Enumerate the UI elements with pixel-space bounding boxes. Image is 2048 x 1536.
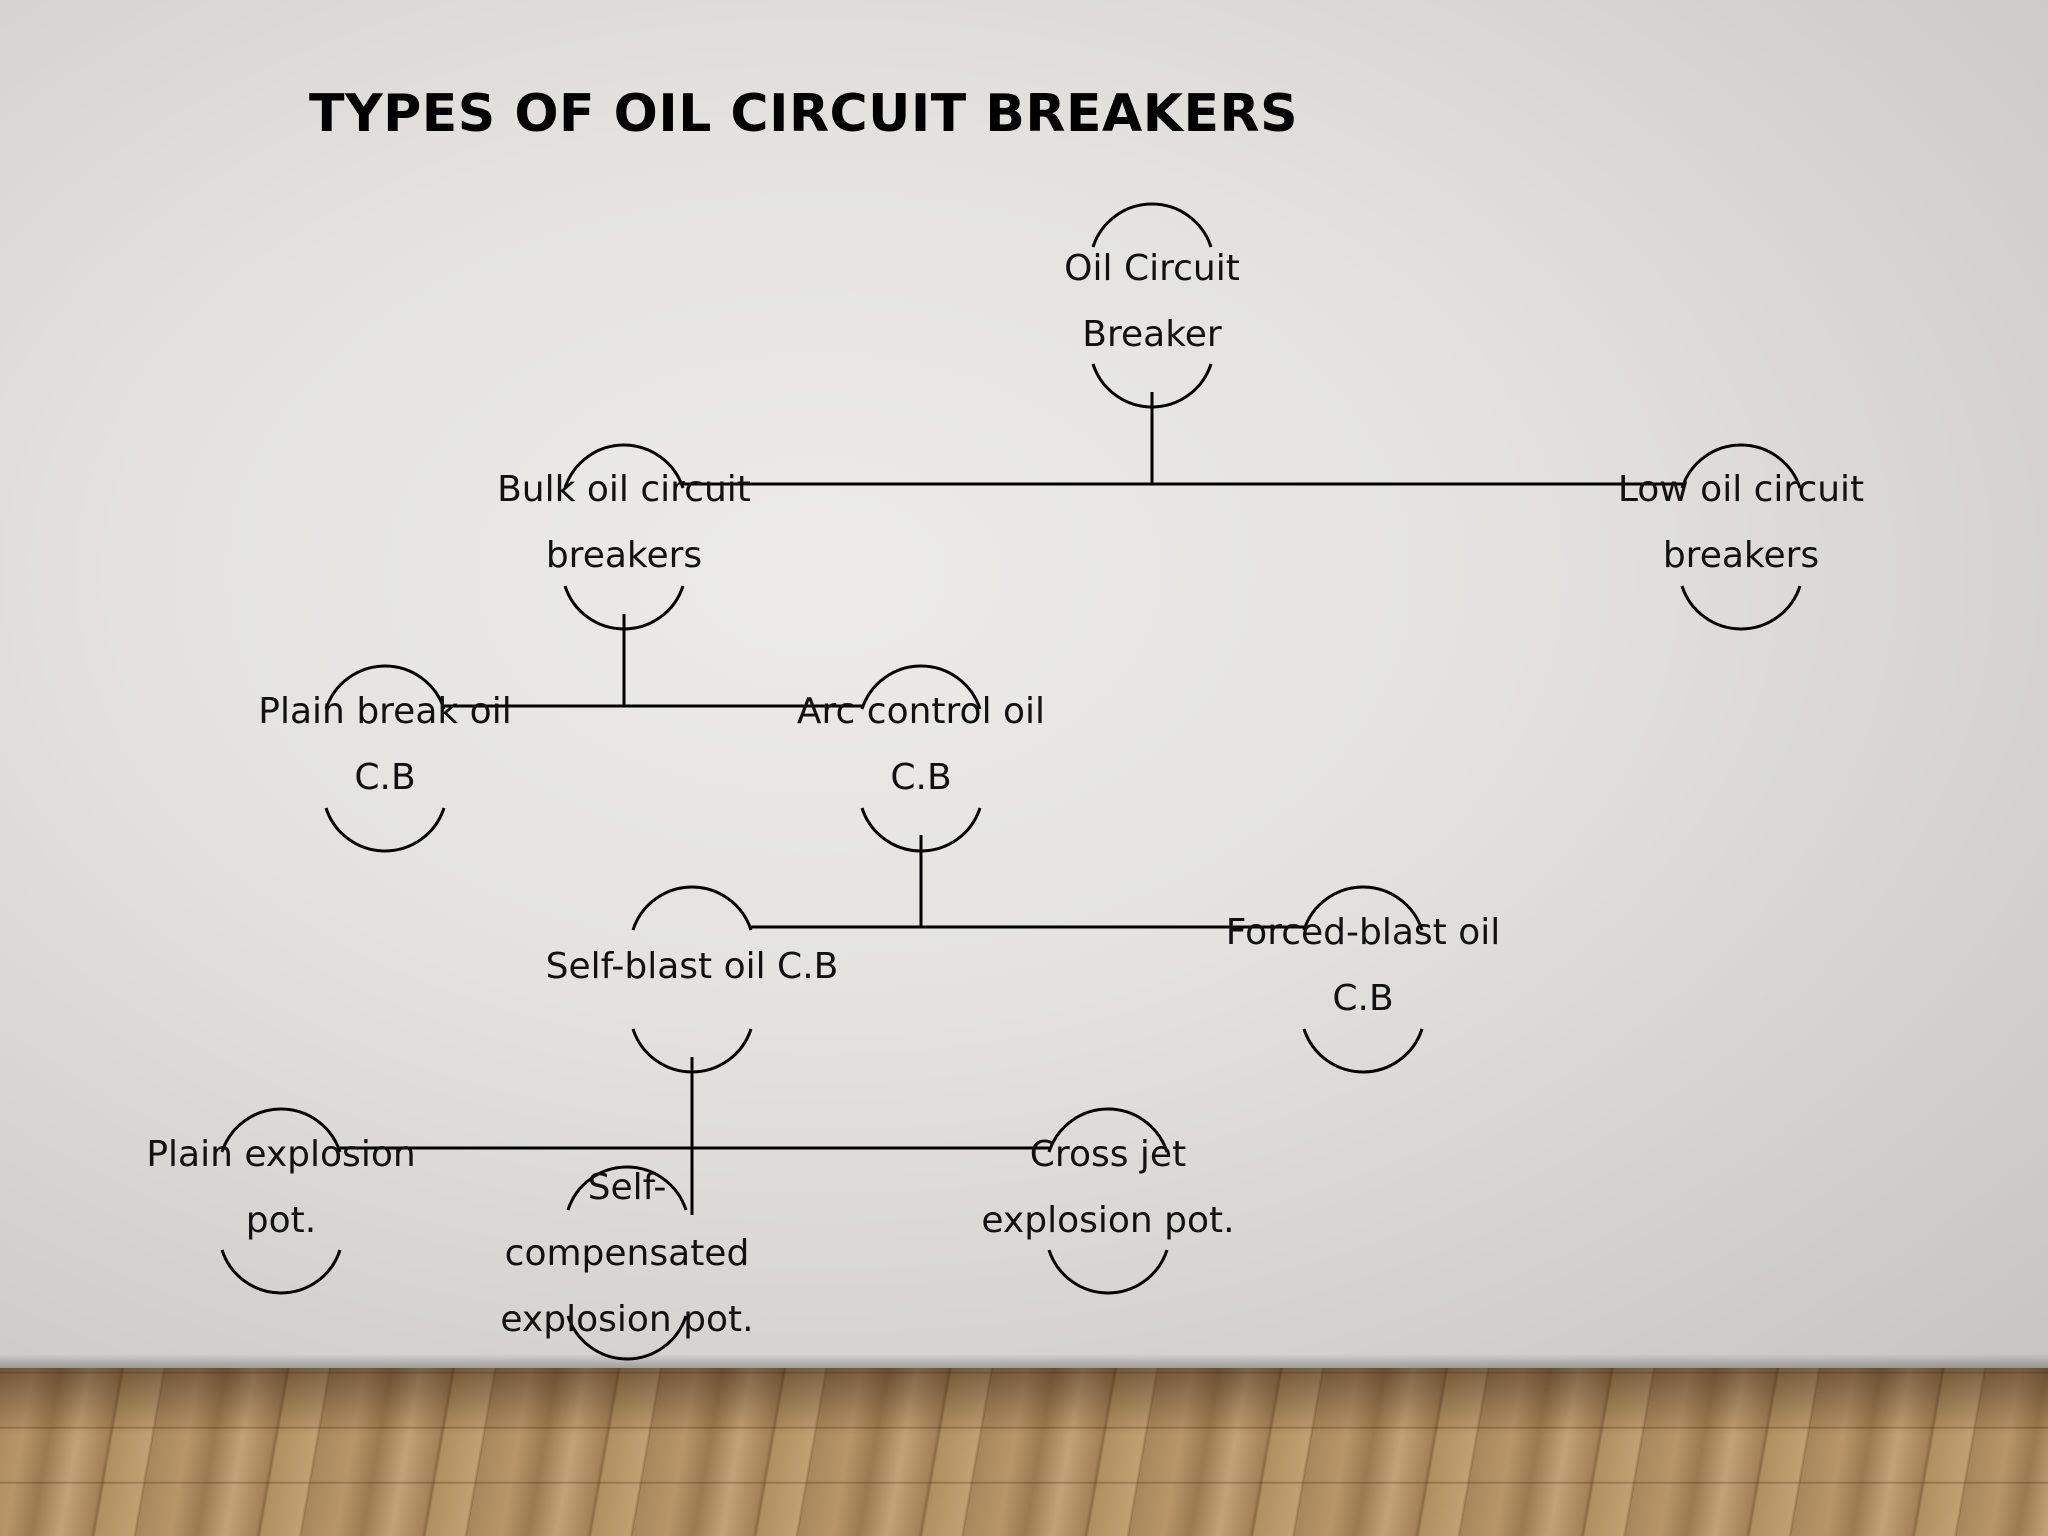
node-plain-explosion-top-arc (220, 1107, 342, 1153)
node-low-top-arc (1680, 443, 1802, 489)
node-label: Arc control oil (796, 691, 1046, 732)
node-label: C.B (1332, 978, 1394, 1019)
node-cross-jet-top-arc (1047, 1107, 1169, 1153)
node-label: Low oil circuit (1617, 469, 1865, 510)
node-plain-explosion-pot: Plain explosion pot. (111, 1122, 451, 1254)
node-arc-control-oil-cb: Arc control oil C.B (751, 679, 1091, 811)
node-label: compensated (504, 1233, 750, 1274)
node-root-top-arc (1091, 202, 1213, 248)
node-plain-explosion-bottom-arc (220, 1249, 342, 1295)
node-low-oil-circuit-breakers: Low oil circuit breakers (1571, 457, 1911, 589)
node-cross-jet-bottom-arc (1047, 1249, 1169, 1295)
node-label: C.B (890, 757, 952, 798)
node-label: Forced-blast oil (1225, 912, 1501, 953)
node-label: explosion pot. (981, 1200, 1235, 1241)
node-low-bottom-arc (1680, 585, 1802, 631)
node-label: Self- (587, 1167, 667, 1208)
node-self-compensated-top-arc (566, 1165, 688, 1211)
node-label: explosion pot. (500, 1299, 754, 1340)
node-self-compensated-bottom-arc (566, 1315, 688, 1361)
node-label: breakers (545, 535, 703, 576)
node-label: C.B (354, 757, 416, 798)
wall-floor-shadow (0, 1354, 2048, 1368)
node-label: Cross jet (1029, 1134, 1187, 1175)
node-plain-break-bottom-arc (324, 807, 446, 853)
node-plain-break-oil-cb: Plain break oil C.B (215, 679, 555, 811)
node-label: Bulk oil circuit (497, 469, 751, 510)
node-forced-blast-oil-cb: Forced-blast oil C.B (1193, 900, 1533, 1032)
node-bulk-oil-circuit-breakers: Bulk oil circuit breakers (454, 457, 794, 589)
node-arc-control-top-arc (860, 664, 982, 710)
node-label: Self-blast oil C.B (545, 946, 839, 987)
node-label: Breaker (1082, 314, 1222, 355)
node-oil-circuit-breaker: Oil Circuit Breaker (982, 236, 1322, 368)
slide-title: TYPES OF OIL CIRCUIT BREAKERS (309, 84, 1299, 144)
node-self-compensated-explosion-pot: Self- compensated explosion pot. (457, 1155, 797, 1353)
node-forced-blast-top-arc (1302, 885, 1424, 931)
node-plain-break-top-arc (324, 664, 446, 710)
node-self-blast-top-arc (631, 885, 753, 931)
node-label: Oil Circuit (1064, 248, 1240, 289)
node-cross-jet-explosion-pot: Cross jet explosion pot. (938, 1122, 1278, 1254)
node-label: Plain break oil (258, 691, 512, 732)
node-label: pot. (245, 1200, 317, 1241)
node-forced-blast-bottom-arc (1302, 1028, 1424, 1074)
node-label: breakers (1662, 535, 1820, 576)
node-label: Plain explosion (146, 1134, 416, 1175)
wooden-floor (0, 1368, 2048, 1536)
node-bulk-top-arc (563, 443, 685, 489)
node-self-blast-oil-cb: Self-blast oil C.B (522, 934, 862, 1000)
